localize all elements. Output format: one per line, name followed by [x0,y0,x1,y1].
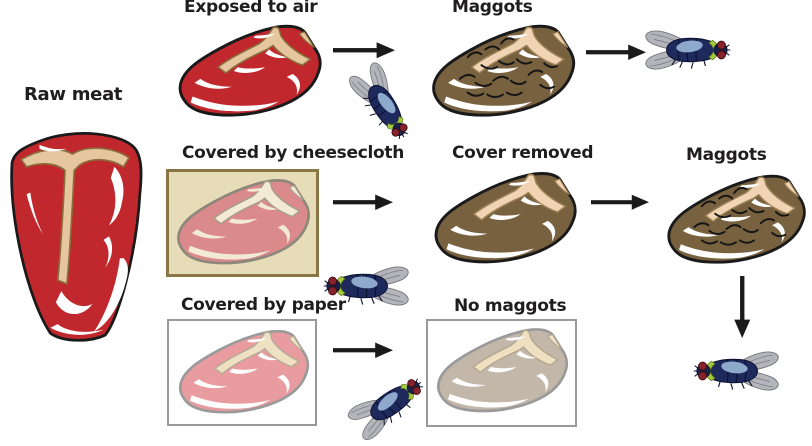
fly-icon [323,266,409,306]
exposed-to-air-steak-image [180,26,321,116]
maggots-right-label: Maggots [686,145,767,165]
exposed-to-air-label: Exposed to air [184,0,318,17]
arrow-right-icon [586,44,646,60]
fly-icon [345,367,432,443]
arrow-right-icon [333,342,393,358]
cover-removed-label: Cover removed [452,143,594,163]
fly-icon [645,30,731,70]
no-maggots-steak-image [438,329,567,411]
raw-meat-label: Raw meat [24,84,123,105]
fly-icon [693,351,779,391]
maggots-steak-top-image [433,26,574,116]
no-maggots-label: No maggots [454,296,567,316]
cover-removed-steak-image [436,173,576,262]
arrow-down-icon [734,276,751,338]
raw-meat-image [11,133,142,341]
paper-steak-image [180,331,308,413]
covered-by-paper-label: Covered by paper [181,295,346,315]
maggots-top-label: Maggots [452,0,533,17]
arrow-right-icon [333,194,393,210]
fly-icon [346,60,420,148]
arrow-right-icon [333,42,395,59]
arrow-right-icon [591,194,649,210]
covered-by-cheesecloth-label: Covered by cheesecloth [182,143,405,163]
cheesecloth-steak-image [178,180,309,264]
maggots-steak-right-image [668,176,805,263]
